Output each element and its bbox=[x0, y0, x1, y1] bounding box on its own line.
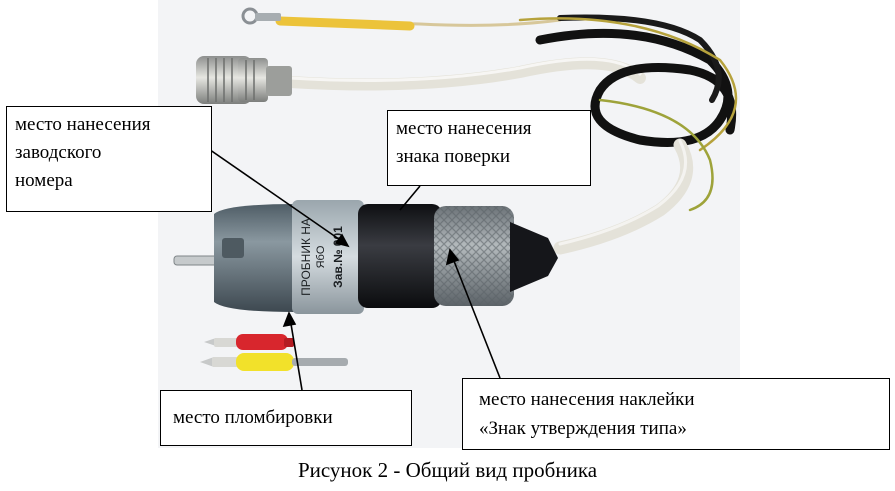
callout-type-line2: «Знак утверждения типа» bbox=[479, 418, 687, 439]
probe-label-line2: ЯбО bbox=[315, 245, 327, 268]
callout-serial-line2: заводского bbox=[15, 142, 102, 163]
leader-verification bbox=[399, 185, 421, 211]
hook-terminal bbox=[241, 7, 281, 25]
callout-seal-line1: место пломбировки bbox=[173, 407, 333, 428]
black-cable-coil bbox=[535, 28, 737, 147]
yellow-pin bbox=[200, 353, 348, 371]
callout-type-approval: место нанесения наклейки «Знак утвержден… bbox=[462, 378, 890, 450]
strain-relief bbox=[510, 222, 558, 292]
callout-type-line1: место нанесения наклейки bbox=[479, 389, 695, 410]
callout-serial-number: место нанесения заводского номера bbox=[6, 106, 212, 212]
callout-verification-line2: знака поверки bbox=[396, 146, 511, 167]
round-connector bbox=[196, 56, 292, 104]
leader-type-label bbox=[451, 255, 501, 379]
figure-caption: Рисунок 2 - Общий вид пробника bbox=[297, 458, 598, 482]
leader-seal bbox=[289, 317, 303, 391]
cables bbox=[260, 14, 738, 255]
front-cap bbox=[214, 204, 296, 312]
leader-serial bbox=[189, 135, 347, 245]
callout-verification-mark: место нанесения знака поверки bbox=[387, 110, 591, 186]
callout-seal: место пломбировки bbox=[160, 390, 412, 446]
red-pin bbox=[204, 334, 294, 350]
callout-verification-line1: место нанесения bbox=[396, 118, 532, 139]
callout-serial-line3: номера bbox=[15, 170, 73, 191]
probe-label-line1: ПРОБНИК НА bbox=[299, 218, 313, 296]
callout-serial-line1: место нанесения bbox=[15, 114, 151, 135]
black-sleeve bbox=[358, 204, 442, 308]
white-cable-upper bbox=[284, 57, 646, 91]
banana-pins bbox=[200, 334, 348, 371]
leader-lines bbox=[189, 135, 501, 391]
probe-body bbox=[173, 200, 558, 314]
label-band bbox=[292, 200, 364, 314]
yellow-sleeve bbox=[275, 16, 415, 31]
